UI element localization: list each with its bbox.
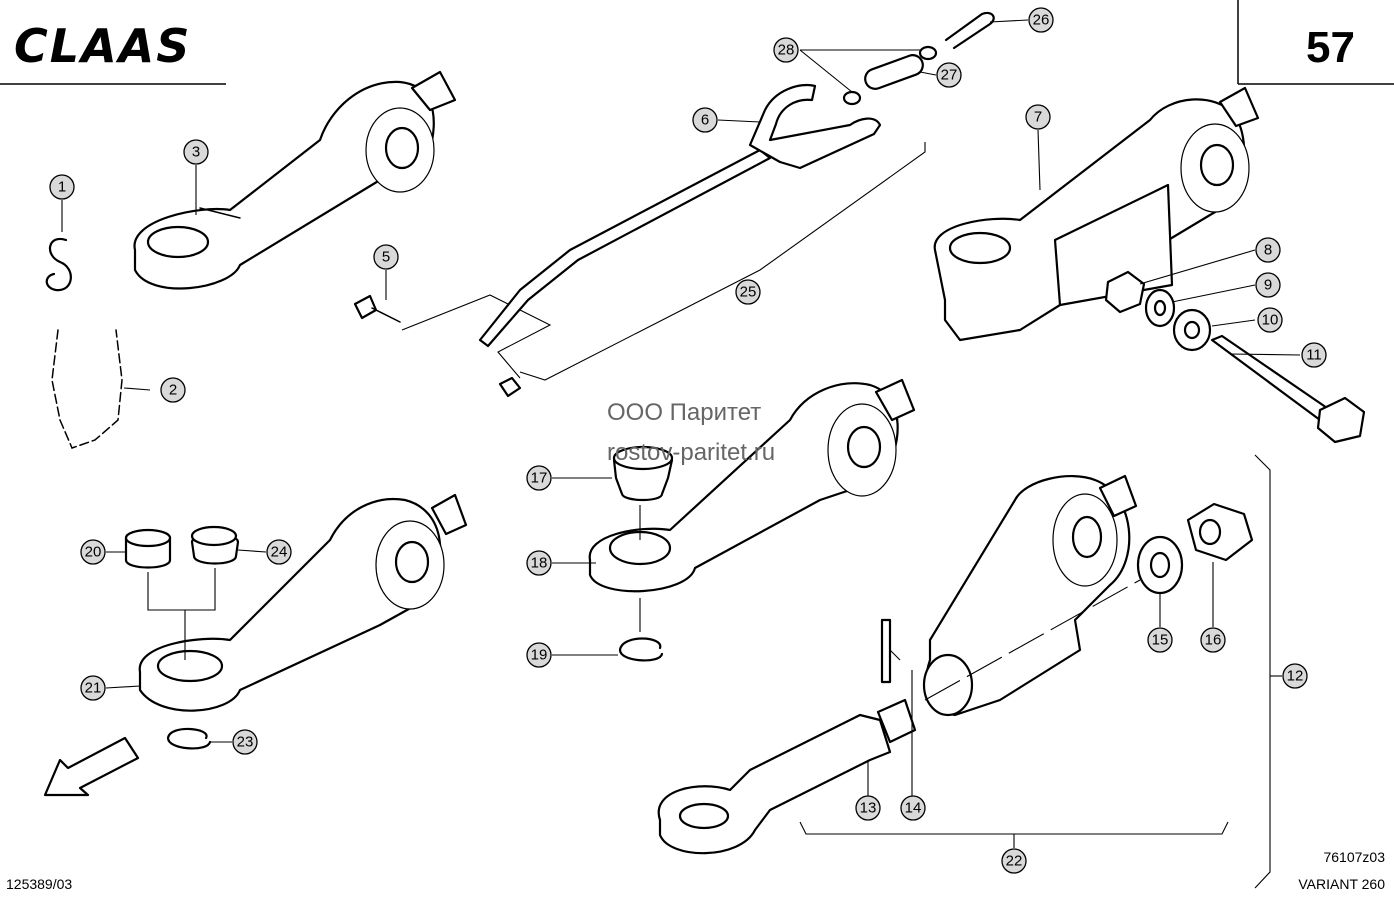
svg-text:27: 27: [941, 67, 958, 84]
svg-text:21: 21: [85, 680, 102, 697]
svg-text:8: 8: [1264, 242, 1272, 259]
brand-logo: CLAAS: [14, 19, 191, 73]
callout-2: 2: [160, 377, 186, 403]
part-rod-25: [478, 148, 772, 348]
part-nut-16: [1186, 502, 1254, 562]
callout-12: 12: [1282, 663, 1308, 689]
callout-23: 23: [232, 729, 258, 755]
svg-text:11: 11: [1306, 347, 1322, 364]
part-bushing-24: [190, 525, 240, 565]
callout-26: 26: [1028, 7, 1054, 33]
part-link-27: [864, 54, 924, 90]
svg-text:12: 12: [1287, 668, 1304, 685]
ref-code: 76107z03: [1323, 849, 1385, 865]
part-chain: [51, 329, 123, 449]
part-s-hook: [45, 237, 72, 292]
model-name: VARIANT 260: [1298, 876, 1385, 892]
svg-text:2: 2: [169, 382, 177, 399]
callout-22: 22: [1001, 848, 1027, 874]
callout-16: 16: [1200, 627, 1226, 653]
svg-text:15: 15: [1152, 632, 1169, 649]
part-arm-3: [133, 70, 457, 290]
svg-text:9: 9: [1264, 277, 1272, 294]
part-housing-12: [922, 474, 1141, 717]
callout-19: 19: [526, 642, 552, 668]
svg-text:rostov-paritet.ru: rostov-paritet.ru: [607, 439, 775, 466]
callout-25: 25: [735, 279, 761, 305]
svg-text:13: 13: [860, 800, 877, 817]
part-arm-18: [588, 378, 916, 593]
callout-21: 21: [80, 675, 106, 701]
part-pin-26: [944, 11, 995, 50]
svg-text:26: 26: [1033, 12, 1050, 29]
leader-lines: [61, 19, 1301, 808]
svg-text:28: 28: [778, 42, 795, 59]
callout-15: 15: [1147, 627, 1173, 653]
callout-20: 20: [80, 539, 106, 565]
svg-text:23: 23: [237, 734, 254, 751]
part-arm-7: [933, 86, 1260, 342]
part-washer-9: [1144, 288, 1176, 328]
svg-text:17: 17: [531, 470, 548, 487]
callout-27: 27: [936, 62, 962, 88]
callout-11: 11: [1301, 342, 1327, 368]
callout-24: 24: [266, 539, 292, 565]
callout-28: 28: [773, 37, 799, 63]
svg-text:ООО Паритет: ООО Паритет: [607, 399, 761, 426]
svg-text:25: 25: [740, 284, 757, 301]
part-bolt-11: [1210, 334, 1366, 444]
svg-text:19: 19: [531, 647, 548, 664]
callout-18: 18: [526, 550, 552, 576]
part-washer-15: [1136, 535, 1184, 595]
part-bolt-5: [353, 294, 552, 398]
callout-1: 1: [49, 174, 75, 200]
svg-text:6: 6: [701, 112, 709, 129]
svg-text:10: 10: [1262, 312, 1279, 329]
svg-text:22: 22: [1006, 853, 1023, 870]
part-pin-14: [880, 618, 892, 684]
callout-8: 8: [1255, 237, 1281, 263]
svg-text:5: 5: [382, 249, 390, 266]
part-fork-6: [748, 84, 882, 170]
callout-17: 17: [526, 465, 552, 491]
svg-text:1: 1: [58, 179, 66, 196]
callout-9: 9: [1255, 272, 1281, 298]
svg-text:7: 7: [1034, 109, 1042, 126]
watermark: ООО Паритет rostov-paritet.ru: [607, 399, 775, 466]
svg-text:3: 3: [192, 144, 200, 161]
header: CLAAS 57: [0, 0, 1394, 85]
svg-text:18: 18: [531, 555, 548, 572]
arrow-down-left-icon: [43, 736, 140, 797]
drawing-id: 125389/03: [6, 876, 72, 892]
part-bushing-17: [612, 445, 674, 502]
page-number: 57: [1306, 23, 1355, 72]
callout-14: 14: [900, 795, 926, 821]
callout-6: 6: [692, 107, 718, 133]
footer: 125389/03 76107z03 VARIANT 260: [6, 849, 1385, 892]
svg-text:14: 14: [905, 800, 922, 817]
part-washer-10: [1172, 308, 1212, 352]
part-circlip-19: [618, 637, 664, 662]
callout-10: 10: [1257, 307, 1283, 333]
svg-text:24: 24: [271, 544, 288, 561]
part-nut-8: [1104, 270, 1146, 314]
part-tie-rod-13: [657, 698, 917, 855]
callout-5: 5: [373, 244, 399, 270]
svg-text:20: 20: [85, 544, 102, 561]
part-circlip-23: [166, 727, 212, 750]
callout-7: 7: [1025, 104, 1051, 130]
part-arm-21: [138, 493, 468, 712]
callout-3: 3: [183, 139, 209, 165]
callout-13: 13: [855, 795, 881, 821]
part-bushing-20: [124, 528, 172, 569]
svg-text:16: 16: [1205, 632, 1222, 649]
